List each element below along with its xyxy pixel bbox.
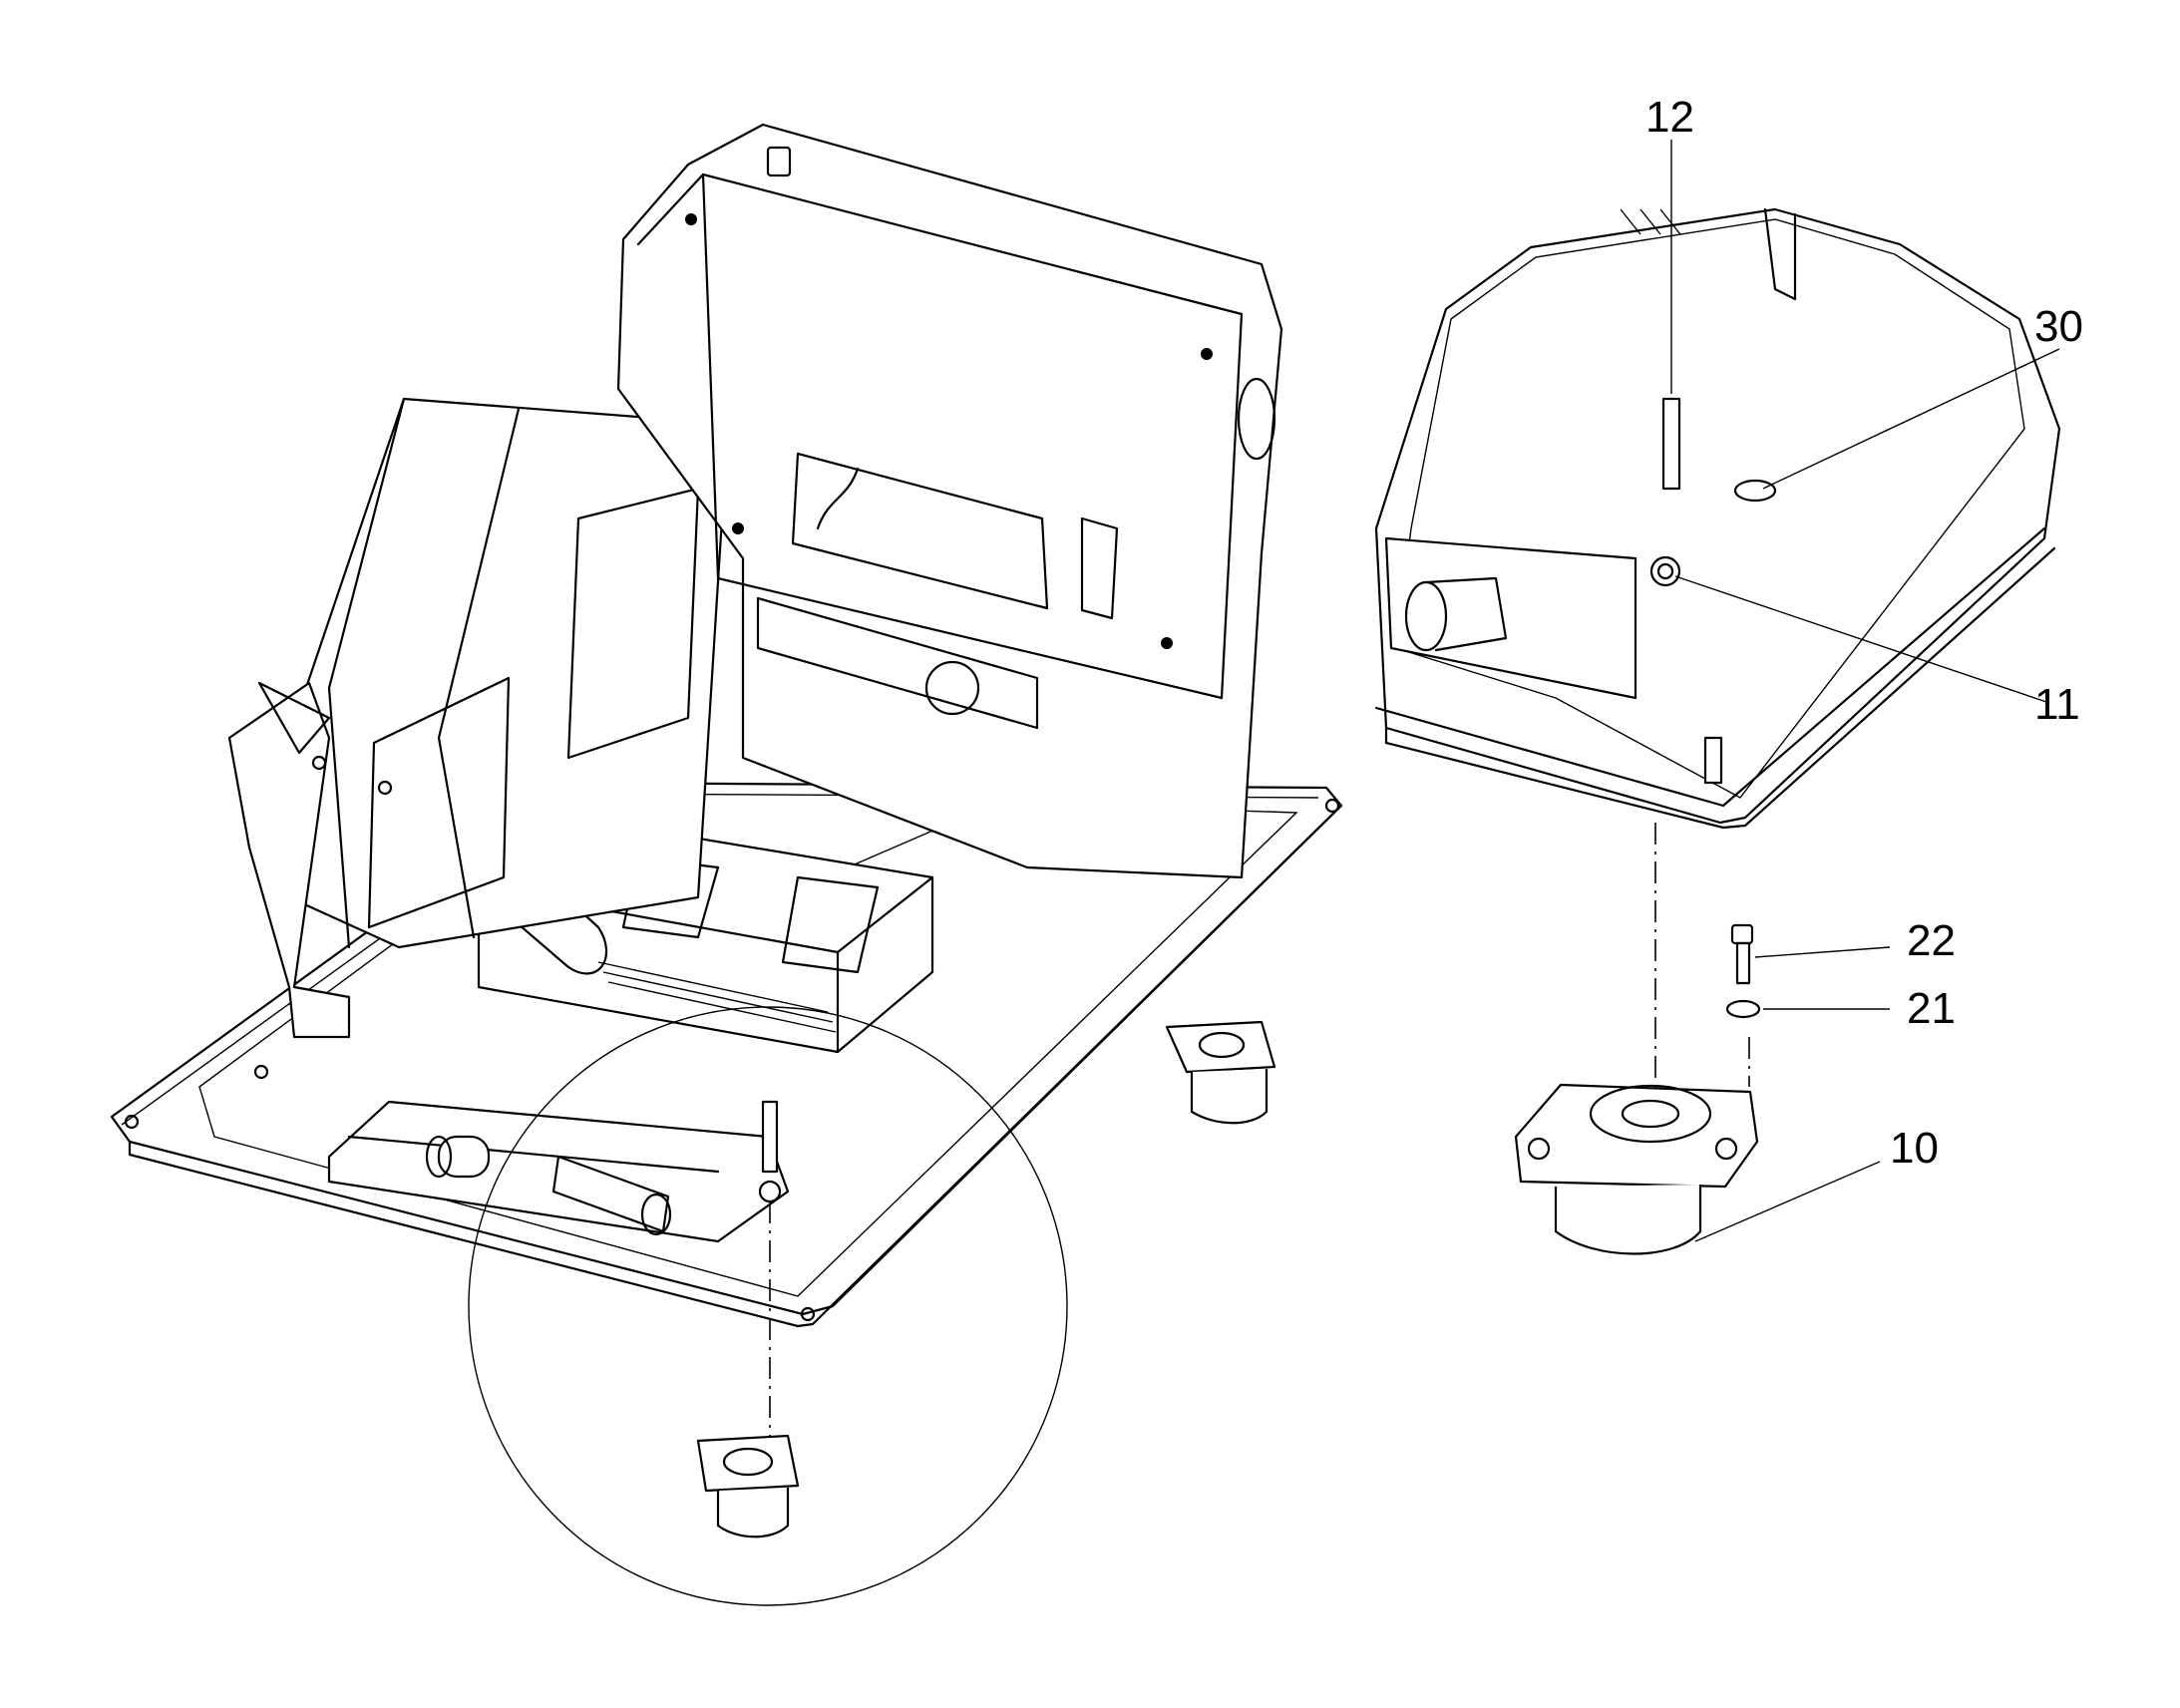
main-assembly: [110, 123, 1343, 1606]
washer-21: [1725, 999, 1761, 1019]
vent-slots: [597, 961, 837, 1033]
foot-10: [1514, 1083, 1759, 1255]
side-foot: [1165, 1020, 1276, 1125]
deck-screw: [758, 1100, 782, 1203]
detail-circle: [468, 1006, 1068, 1606]
callout-11: 11: [2034, 680, 2080, 729]
left-side-tower: [227, 397, 730, 1039]
callout-22: 22: [1907, 916, 1956, 965]
bottom-foot: [696, 1434, 800, 1538]
screw-22: [1730, 923, 1754, 985]
leader-lines: [1670, 140, 2060, 1242]
callout-12: 12: [1645, 93, 1694, 142]
rear-tower: [616, 123, 1283, 879]
detail-view: [1374, 207, 2061, 1255]
callout-10: 10: [1890, 1124, 1939, 1173]
deck-opening: [327, 1100, 790, 1243]
callout-21: 21: [1907, 984, 1956, 1033]
callout-30: 30: [2034, 302, 2083, 351]
